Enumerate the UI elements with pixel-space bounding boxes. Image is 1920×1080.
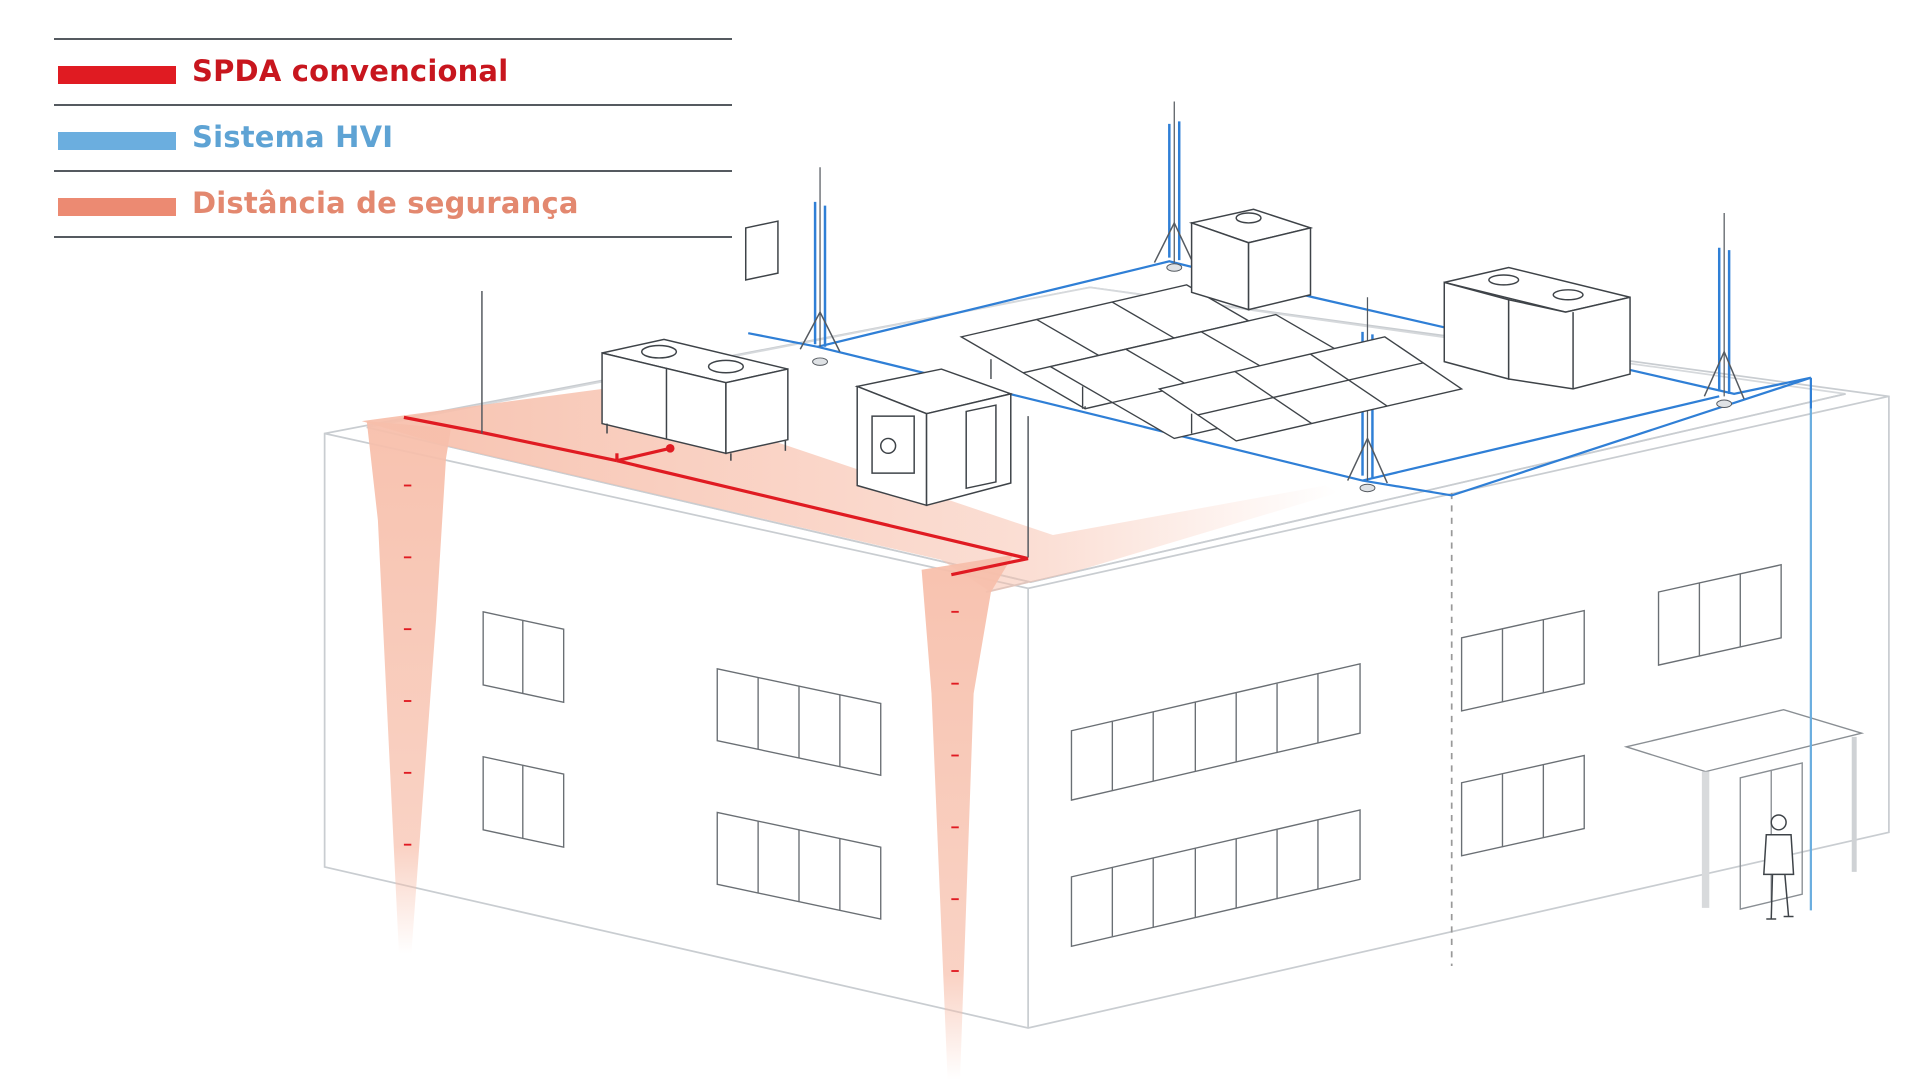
legend-item-safety-distance: Distância de segurança: [54, 170, 732, 238]
hvac-unit-icon: [1188, 208, 1314, 311]
legend-item-spda: SPDA convencional: [54, 38, 732, 104]
legend: SPDA convencional Sistema HVI Distância …: [54, 38, 732, 238]
spda-conductors: [402, 415, 1029, 1066]
legend-item-hvi: Sistema HVI: [54, 104, 732, 170]
spda-rods: [481, 291, 1029, 558]
air-termination-mast-icon: [1703, 213, 1745, 408]
safety-distance-swatch: [58, 198, 176, 216]
safety-distance-zone: [361, 387, 1338, 1080]
solar-panel-icon: [1157, 336, 1464, 442]
left-facade-windows: [482, 610, 882, 920]
spda-connection-point: [665, 444, 675, 453]
hvi-swatch: [58, 132, 176, 150]
legend-label-hvi: Sistema HVI: [192, 120, 394, 154]
air-termination-mast-icon: [1153, 101, 1195, 272]
electrical-cabinet-icon: [854, 368, 1014, 507]
person-icon: [1763, 814, 1795, 920]
hvac-unit-icon: [601, 220, 789, 461]
air-termination-mast-icon: [799, 167, 841, 366]
hvi-conductors: [747, 260, 1812, 911]
legend-label-safety-distance: Distância de segurança: [192, 186, 579, 220]
right-facade-windows: [1070, 563, 1782, 948]
hvac-unit-icon: [1443, 266, 1631, 390]
legend-label-spda: SPDA convencional: [192, 54, 509, 88]
spda-fixings: [403, 484, 959, 972]
spda-swatch: [58, 66, 176, 84]
entrance-canopy: [1623, 708, 1865, 910]
